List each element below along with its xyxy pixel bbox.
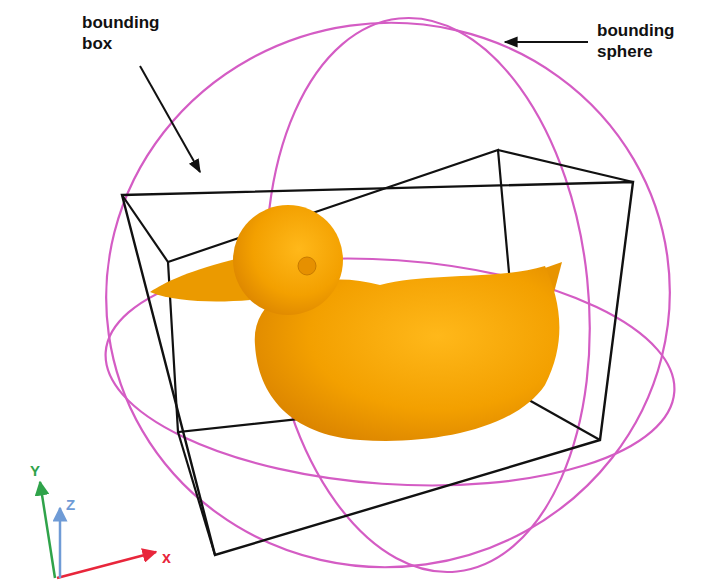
- callout-label: bounding sphere: [597, 20, 697, 63]
- axis-label: Y: [30, 462, 50, 481]
- duck-model: [150, 205, 562, 441]
- callout-label: bounding box: [82, 12, 177, 55]
- bounding-box: [122, 182, 633, 555]
- leader-arrow: [505, 41, 588, 43]
- x-axis: [57, 552, 156, 578]
- bounding-box: [122, 150, 633, 555]
- bounding-sphere: [71, 0, 705, 584]
- axis-label: Z: [66, 496, 86, 515]
- z-axis: [59, 508, 62, 578]
- y-axis: [40, 482, 55, 578]
- axis-label: x: [162, 548, 182, 568]
- leader-arrow: [140, 66, 200, 172]
